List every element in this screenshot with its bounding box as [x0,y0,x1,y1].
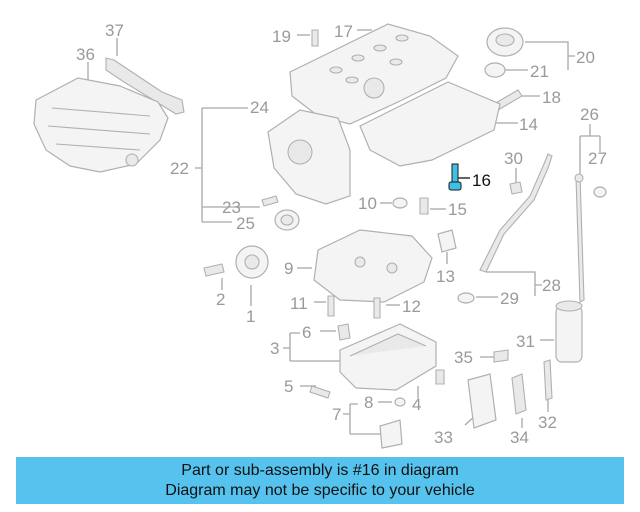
callout-20: 20 [576,48,595,67]
banner-line-disclaimer: Diagram may not be specific to your vehi… [165,481,475,499]
part-26-dipstick [575,175,585,303]
part-13 [437,229,457,253]
part-17-valve-cover [289,23,459,125]
callout-34: 34 [510,428,529,447]
callout-31: 31 [516,332,535,351]
part-35-bolt [493,349,509,363]
part-31-oil-filter [555,305,583,363]
callout-27: 27 [588,149,607,168]
callout-17: 17 [334,22,353,41]
callout-22: 22 [170,159,189,178]
callout-36: 36 [76,45,95,64]
part-16-bolt [448,163,462,191]
parts-diagram: 37 36 19 17 20 21 18 24 14 26 22 30 27 1… [33,21,607,449]
part-23-bolt [261,195,279,207]
callout-3: 3 [270,339,279,358]
callout-11: 11 [290,294,308,313]
leader-lines [87,29,601,435]
callout-26: 26 [580,105,599,124]
part-7-sensor [379,419,403,449]
callout-labels: 37 36 19 17 20 21 18 24 14 26 22 30 27 1… [76,21,607,447]
callout-4: 4 [412,395,421,414]
part-32 [543,359,553,401]
callout-13: 13 [436,267,455,286]
callout-14: 14 [519,115,538,134]
callout-15: 15 [448,200,467,219]
callout-28: 28 [542,276,561,295]
part-36-intake-manifold [33,77,169,173]
callout-19: 19 [272,27,291,46]
part-6-sensor [337,323,351,341]
part-30 [509,181,523,195]
callout-1: 1 [246,307,255,326]
part-4-drain-plug [435,369,445,385]
callout-16: 16 [472,171,491,190]
callout-21: 21 [530,62,549,81]
part-27-seal [593,186,607,198]
callout-9: 9 [284,259,293,278]
callout-24: 24 [250,98,269,117]
part-10-washer [392,197,408,209]
part-28-dipstick-tube [479,153,553,273]
callout-37: 37 [105,21,124,40]
callout-2: 2 [216,290,225,309]
callout-8: 8 [364,393,373,412]
part-21-seal [484,62,506,78]
banner-line-part: Part or sub-assembly is #16 in diagram [181,461,459,479]
callout-30: 30 [504,149,523,168]
callout-25: 25 [236,214,255,233]
callout-6: 6 [302,323,311,342]
callout-7: 7 [332,405,341,424]
part-2-bolt [203,263,225,277]
part-15-bolt [419,197,429,215]
callout-12: 12 [402,297,421,316]
part-14-cover [359,81,501,167]
part-33-oil-cooler [467,373,497,429]
part-19-bolt [311,29,319,47]
part-29-seal [457,292,475,304]
part-11-bolt [327,295,335,317]
part-37-intake-gasket [105,57,185,115]
part-3-oil-pan [339,323,437,391]
callout-18: 18 [542,88,561,107]
part-8-washer [394,397,406,407]
parts [33,23,607,449]
callout-29: 29 [500,289,519,308]
callout-33: 33 [434,428,453,447]
part-12-bolt [373,297,381,319]
callout-23: 23 [222,198,241,217]
callout-32: 32 [538,413,557,432]
info-banner: Part or sub-assembly is #16 in diagram D… [16,457,624,504]
callout-5: 5 [284,377,293,396]
callout-10: 10 [358,194,377,213]
part-34 [511,373,527,415]
part-9-crankcase [313,229,433,303]
callout-35: 35 [454,348,473,367]
part-5 [309,385,331,399]
